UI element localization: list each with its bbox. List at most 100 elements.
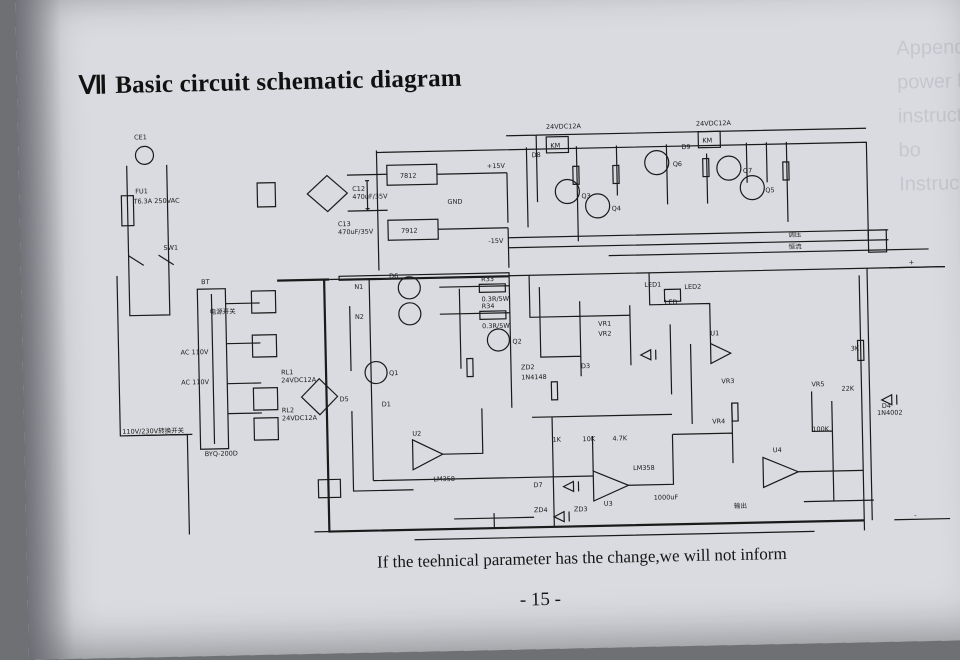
power-switch-symbol bbox=[128, 254, 175, 266]
relay-km-1 bbox=[545, 135, 570, 154]
fuse-symbol bbox=[120, 194, 135, 227]
signal-bus bbox=[329, 229, 949, 281]
label-r-3k: 3K bbox=[851, 344, 860, 352]
resistor-b bbox=[612, 164, 620, 185]
label-r34: R34 bbox=[482, 302, 495, 310]
diode-d8 bbox=[562, 480, 580, 493]
label-q4: Q4 bbox=[612, 204, 621, 212]
label-q5: Q5 bbox=[765, 186, 774, 194]
resistor-d bbox=[782, 161, 790, 181]
label-u2: U2 bbox=[412, 430, 421, 438]
label-n2: N2 bbox=[355, 313, 364, 321]
label-r22k: 22K bbox=[841, 385, 854, 393]
label-q1: Q1 bbox=[389, 369, 398, 377]
label-c13: C13 bbox=[338, 220, 351, 228]
label-zd2-spec: 1N4148 bbox=[521, 373, 547, 382]
label-plus15: +15V bbox=[487, 162, 506, 170]
label-ic2: LM358 bbox=[633, 464, 655, 472]
label-gnd: GND bbox=[447, 198, 462, 206]
transistor-q6 bbox=[644, 150, 670, 176]
label-r1k: 1K bbox=[552, 436, 561, 444]
output-leads bbox=[888, 266, 951, 521]
connector-d bbox=[253, 416, 280, 441]
transformer-symbol bbox=[196, 288, 230, 450]
transistor-q1 bbox=[364, 360, 388, 385]
label-d3: D3 bbox=[581, 362, 590, 370]
label-out-minus: - bbox=[914, 511, 917, 519]
label-q6: Q6 bbox=[673, 160, 682, 168]
label-vr5: VR5 bbox=[811, 380, 824, 388]
connector-a bbox=[250, 290, 277, 314]
input-connector bbox=[256, 182, 277, 208]
output-connector bbox=[867, 229, 888, 253]
circuit-schematic: CE1 FU1 T6.3A 250VAC SW1 BT AC 110V AC 1… bbox=[116, 119, 951, 541]
page-number: - 15 - bbox=[519, 588, 562, 611]
label-d7: D7 bbox=[533, 481, 542, 489]
label-transformer: BYQ-200D bbox=[205, 449, 238, 458]
label-ce: 1000uF bbox=[654, 493, 679, 502]
resistor-r40 bbox=[856, 339, 865, 362]
manual-page: Appendix power line instruction bo Instr… bbox=[15, 0, 960, 660]
label-led1: LED1 bbox=[644, 281, 661, 289]
label-sw1: SW1 bbox=[163, 244, 178, 252]
opamp-u1 bbox=[629, 272, 733, 366]
power-socket-symbol bbox=[134, 145, 155, 165]
label-vr1: VR1 bbox=[598, 320, 611, 328]
label-vr2: VR2 bbox=[598, 330, 611, 338]
led-indicator bbox=[663, 288, 682, 303]
resistor-r34 bbox=[479, 310, 507, 320]
connector-b bbox=[251, 334, 278, 358]
top-rail bbox=[376, 141, 870, 241]
label-fu1-spec: T6.3A 250VAC bbox=[132, 197, 180, 206]
label-r10k: 10K bbox=[582, 435, 595, 443]
section-number: Ⅶ bbox=[78, 72, 108, 100]
label-c: 输出 bbox=[734, 501, 747, 510]
label-ic1: LM358 bbox=[433, 475, 455, 483]
label-c12-spec: 470uF/35V bbox=[352, 192, 388, 201]
resistor-r33 bbox=[478, 283, 507, 293]
label-d9: D9 bbox=[681, 143, 690, 151]
opamp-u3 bbox=[592, 470, 631, 502]
label-rl2-spec: 24VDC12A bbox=[282, 414, 318, 423]
label-zd5: D5 bbox=[340, 395, 349, 403]
label-ce1: CE1 bbox=[134, 133, 147, 141]
resistor-g bbox=[731, 402, 739, 422]
label-c12: C12 bbox=[352, 185, 365, 193]
left-rail bbox=[116, 275, 191, 535]
transistor-q2 bbox=[486, 328, 511, 352]
transistor-q7 bbox=[716, 155, 742, 181]
transistor-q4 bbox=[585, 193, 611, 219]
label-rl1: RL1 bbox=[281, 368, 293, 376]
label-relay-top1: 24VDC12A bbox=[546, 122, 582, 131]
label-a: 调压 bbox=[788, 230, 802, 239]
label-ac120: AC 110V bbox=[181, 378, 210, 387]
label-b: 恒流 bbox=[788, 242, 802, 251]
page-shadow bbox=[15, 0, 75, 660]
label-vr4: VR4 bbox=[712, 417, 725, 425]
label-rl2: RL2 bbox=[282, 406, 294, 414]
resistor-a bbox=[572, 165, 580, 185]
ghost-line-1: Appendix bbox=[896, 35, 960, 60]
label-selector: 110V/230V转换开关 bbox=[122, 426, 185, 436]
mains-input-wires bbox=[126, 164, 171, 317]
label-r33: R33 bbox=[481, 275, 494, 283]
label-u1: U1 bbox=[710, 329, 719, 337]
resistor-e bbox=[466, 357, 474, 378]
diode-d5 bbox=[880, 393, 898, 406]
label-fu1: FU1 bbox=[135, 187, 148, 195]
label-d1: D1 bbox=[382, 400, 391, 408]
label-d4002: 1N4002 bbox=[877, 409, 903, 418]
label-zd4: ZD4 bbox=[534, 506, 548, 514]
label-d6: D6 bbox=[389, 272, 398, 280]
label-u3: U3 bbox=[604, 500, 613, 508]
label-bt: BT bbox=[201, 278, 210, 286]
transistor-n1 bbox=[397, 276, 421, 300]
label-r34-spec: 0.3R/5W bbox=[482, 322, 510, 331]
label-d5-right: D4 bbox=[882, 402, 891, 410]
label-out-plus: + bbox=[909, 258, 915, 266]
label-minus15: -15V bbox=[488, 237, 504, 245]
label-relay-top2: 24VDC12A bbox=[696, 119, 732, 128]
opamp-u4 bbox=[762, 456, 800, 489]
relay-km-2 bbox=[697, 130, 722, 149]
diode-zd4 bbox=[552, 510, 570, 523]
